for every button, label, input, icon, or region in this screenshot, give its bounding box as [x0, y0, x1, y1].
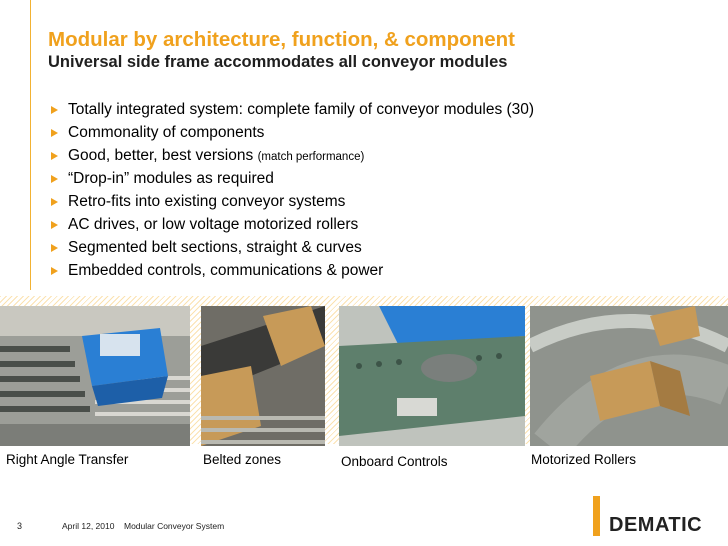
- arrow-bullet-icon: [51, 244, 58, 252]
- caption-right-angle-transfer: Right Angle Transfer: [6, 452, 129, 467]
- logo-bar-icon: [593, 496, 600, 536]
- bullet-item: Embedded controls, communications & powe…: [51, 259, 534, 282]
- arrow-bullet-icon: [51, 106, 58, 114]
- bullet-item: Segmented belt sections, straight & curv…: [51, 236, 534, 259]
- bullet-item: “Drop-in” modules as required: [51, 167, 534, 190]
- caption-motorized-rollers: Motorized Rollers: [531, 452, 637, 467]
- arrow-bullet-icon: [51, 221, 58, 229]
- company-logo: DEMATIC: [609, 514, 703, 536]
- photo-right-angle-transfer: [0, 306, 190, 446]
- footer-title: Modular Conveyor System: [124, 521, 225, 531]
- arrow-bullet-icon: [51, 129, 58, 137]
- bullet-item: Retro-fits into existing conveyor system…: [51, 190, 534, 213]
- slide-title: Modular by architecture, function, & com…: [48, 28, 515, 51]
- bullet-item: Good, better, best versions (match perfo…: [51, 144, 534, 167]
- caption-onboard-controls: Onboard Controls: [341, 454, 448, 469]
- arrow-bullet-icon: [51, 152, 58, 160]
- arrow-bullet-icon: [51, 175, 58, 183]
- bullet-item: Commonality of components: [51, 121, 534, 144]
- arrow-bullet-icon: [51, 267, 58, 275]
- arrow-bullet-icon: [51, 198, 58, 206]
- photo-onboard-controls: [339, 306, 525, 446]
- bullet-list: Totally integrated system: complete fami…: [51, 98, 534, 282]
- photo-belted-zones: [201, 306, 325, 446]
- slide-subtitle: Universal side frame accommodates all co…: [48, 53, 508, 71]
- photo-motorized-rollers: [530, 306, 728, 446]
- footer-date: April 12, 2010: [62, 521, 115, 531]
- caption-belted-zones: Belted zones: [203, 452, 282, 467]
- bullet-item: AC drives, or low voltage motorized roll…: [51, 213, 534, 236]
- slide-number: 3: [17, 521, 23, 531]
- bullet-item: Totally integrated system: complete fami…: [51, 98, 534, 121]
- accent-rule: [30, 0, 31, 290]
- bullet-note: (match performance): [257, 151, 365, 163]
